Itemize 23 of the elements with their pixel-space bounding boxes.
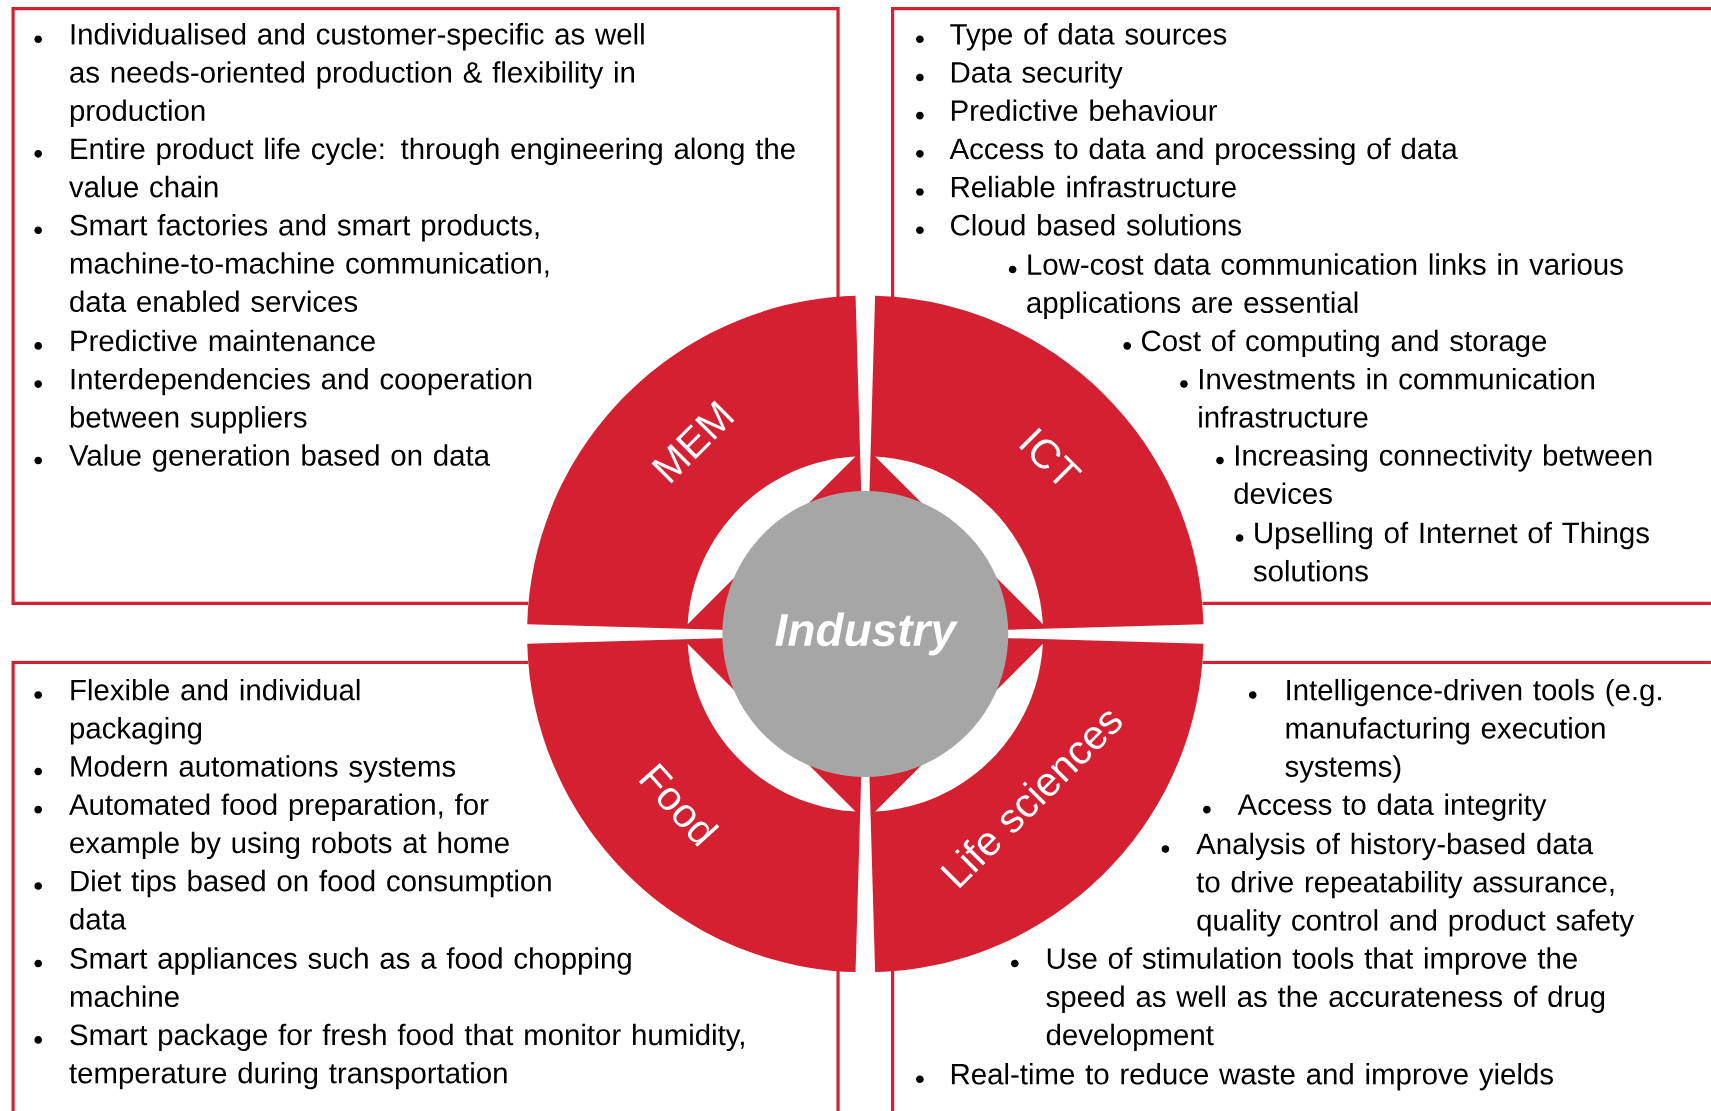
text-panel xyxy=(11,7,840,605)
bullet-item: Upselling of Internet of Things solutions xyxy=(1235,521,1649,582)
bullet-item: Entire product life cycle: through engineering along the value chain xyxy=(34,137,795,198)
bullet-item: Value generation based on data xyxy=(34,444,491,472)
bullet-item: Access to data and processing of data xyxy=(916,137,1458,166)
bullet-item: Increasing connectivity between devices xyxy=(1216,444,1652,505)
bullet-item: Intelligence-driven tools (e.g. manufacturing execution systems) xyxy=(1248,678,1661,783)
text-panel xyxy=(11,660,840,1111)
bullet-item: Modern automations systems xyxy=(34,755,456,783)
text-panel xyxy=(891,7,1711,605)
bullet-item: Individualised and customer-specific as well as needs-oriented production & flexibility in production xyxy=(34,23,644,127)
bullet-item: Flexible and individual packaging xyxy=(34,678,360,745)
bullet-item: Access to data integrity xyxy=(1203,793,1547,821)
bullet-item: Smart package for fresh food that monitor humidity, temperature during transportation xyxy=(34,1023,744,1090)
bullet-item: Type of data sources xyxy=(916,23,1227,51)
bullet-item: Real-time to reduce waste and improve yields xyxy=(916,1063,1553,1091)
text-panel xyxy=(891,660,1711,1111)
bullet-item: Automated food preparation, for example by using robots at home xyxy=(34,793,509,860)
bullet-item: Predictive maintenance xyxy=(34,329,375,352)
bullet-item: Cloud based solutions xyxy=(916,214,1241,236)
bullet-item: Predictive behaviour xyxy=(916,99,1217,122)
bullet-item: Reliable infrastructure xyxy=(916,175,1236,198)
bullet-item: Data security xyxy=(916,61,1123,89)
